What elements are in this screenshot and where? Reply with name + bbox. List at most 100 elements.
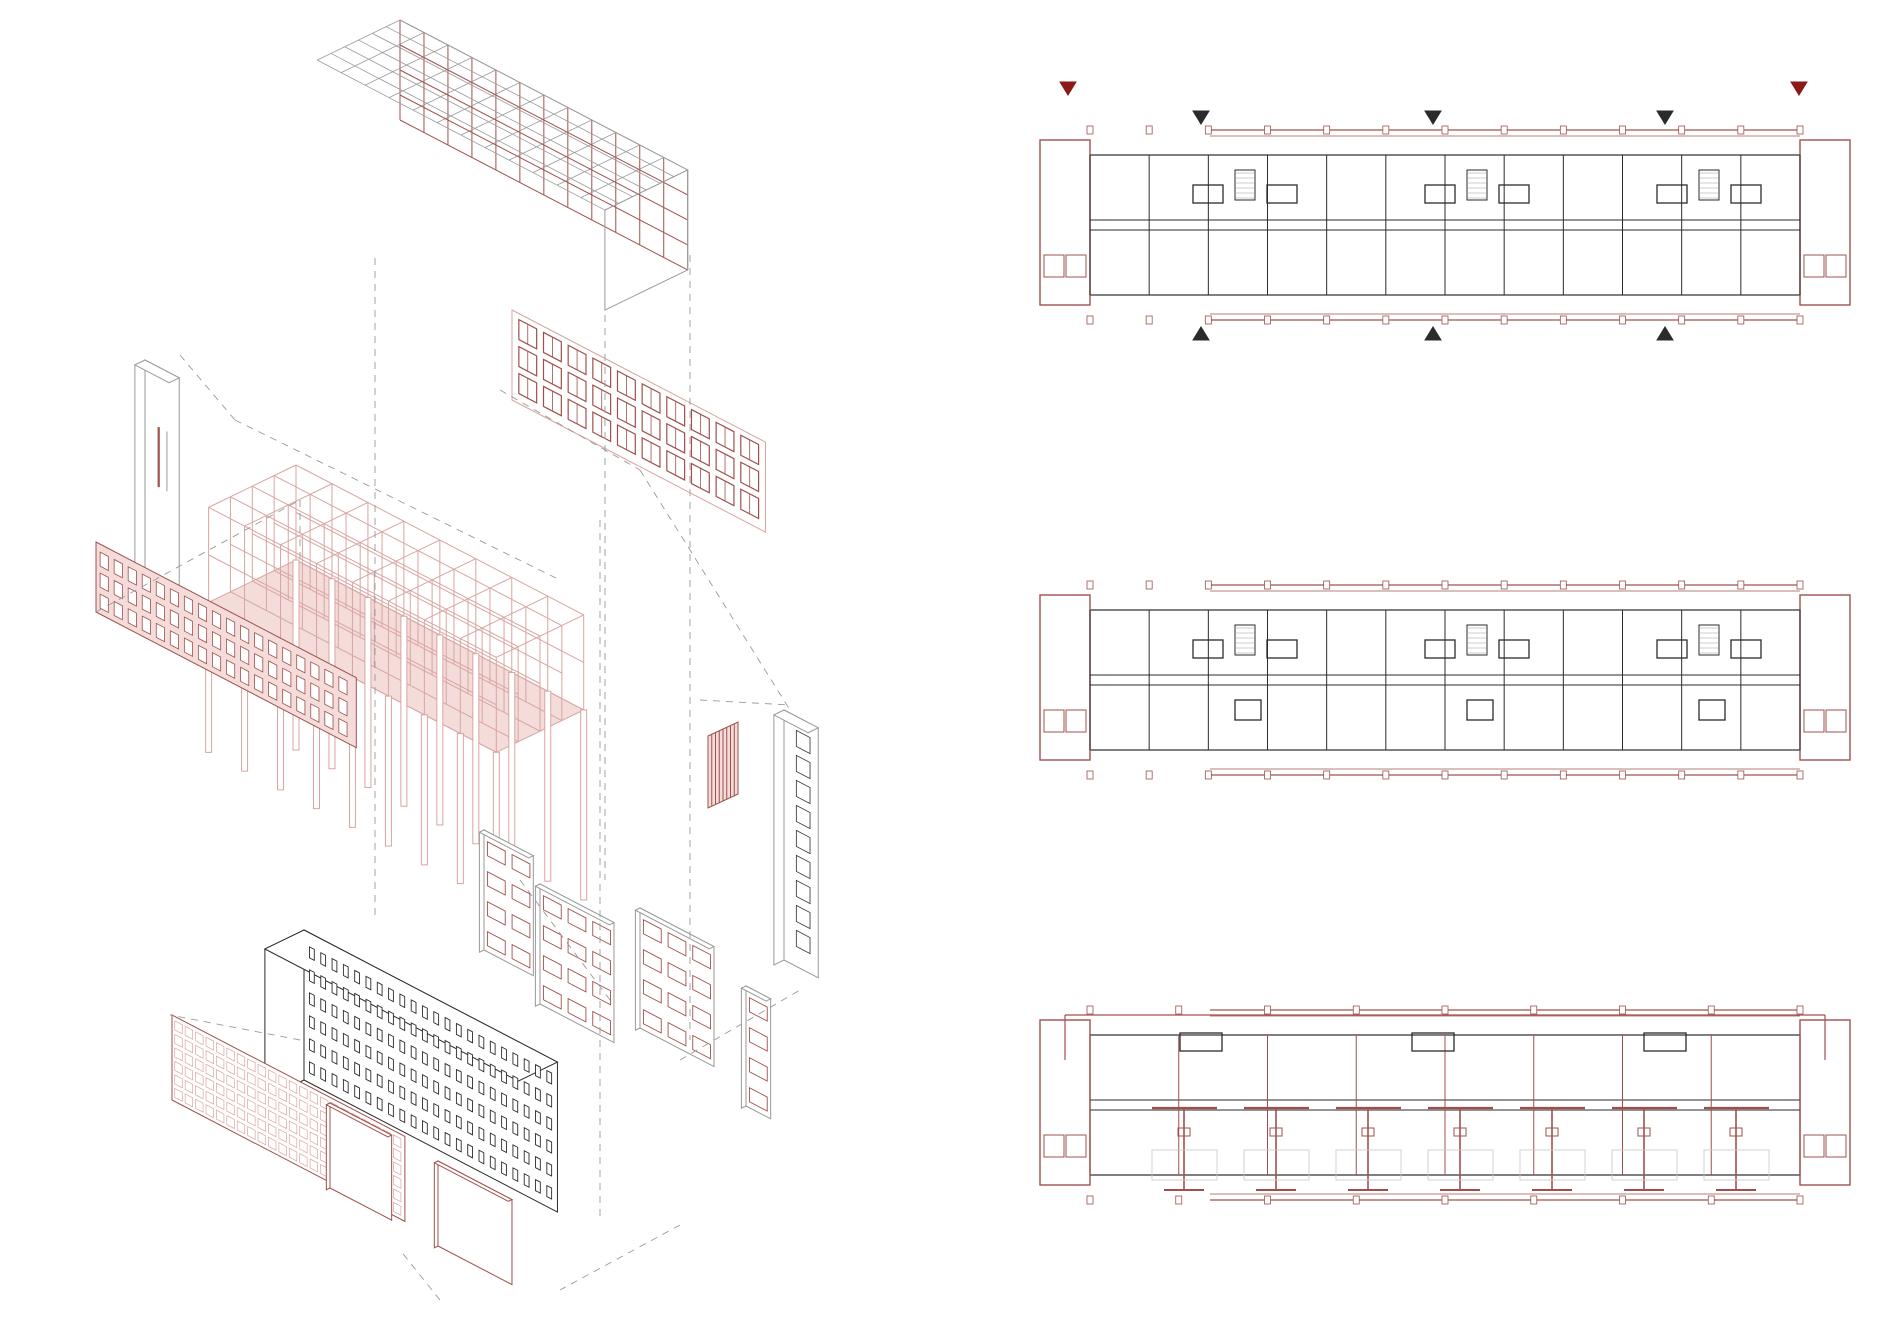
existing-window <box>320 952 327 967</box>
front-addition-rail <box>257 1063 266 1078</box>
existing-window <box>309 1038 315 1054</box>
plan-post <box>1175 1195 1183 1205</box>
balcony-rail <box>692 974 712 1000</box>
existing-window <box>546 1069 553 1085</box>
projection-line <box>559 1224 681 1291</box>
projection-line <box>234 419 561 581</box>
existing-window <box>365 1021 372 1037</box>
existing-window <box>399 1108 406 1124</box>
balcony-module-3-top <box>740 985 772 1002</box>
facade-front-window <box>338 675 348 696</box>
plan-post <box>1500 770 1508 780</box>
balcony-rail <box>486 871 506 896</box>
facade-front-window <box>183 595 193 615</box>
facade-front-window <box>169 588 179 608</box>
plan-bath <box>1730 639 1762 659</box>
existing-window <box>444 1062 451 1078</box>
existing-window <box>399 1016 406 1032</box>
core-left-face-b <box>134 359 146 596</box>
plan-post <box>1678 125 1686 135</box>
front-addition-rail <box>226 1087 235 1103</box>
plan-post <box>1264 1005 1271 1015</box>
plan-post <box>1204 125 1212 135</box>
existing-window <box>455 1091 462 1107</box>
plan-tower-cell <box>1065 254 1087 278</box>
existing-window <box>489 1063 496 1079</box>
plan-post <box>1086 125 1094 135</box>
existing-window <box>467 1097 473 1113</box>
existing-window <box>320 975 327 990</box>
front-addition-rail <box>205 1036 214 1051</box>
frame-beam-x <box>252 580 541 732</box>
facade-front-window <box>198 623 208 644</box>
facade-front-window <box>240 645 250 666</box>
facade-front-window <box>212 652 222 672</box>
frame-column <box>364 596 372 788</box>
core-right-top <box>772 709 820 734</box>
plan-tower-cell <box>1803 709 1825 733</box>
roof-frame <box>317 19 689 311</box>
plan-post <box>1707 1005 1715 1015</box>
plan-post <box>1086 1195 1094 1205</box>
frame-beam-x <box>230 591 519 743</box>
projection-line <box>499 389 641 471</box>
existing-window <box>444 1131 451 1147</box>
front-addition-rail <box>288 1107 298 1122</box>
existing-window <box>523 1081 530 1097</box>
plan-bath <box>1424 639 1456 659</box>
front-addition-rail <box>216 1069 225 1084</box>
facade-front-window <box>183 637 193 657</box>
existing-window <box>342 963 349 979</box>
existing-window <box>546 1092 553 1108</box>
core-right-window <box>795 729 811 755</box>
core-right-window <box>795 904 811 930</box>
front-addition-rail <box>247 1125 256 1140</box>
existing-window <box>455 1022 462 1038</box>
existing-window <box>512 1167 519 1183</box>
balcony-module-2-face-b <box>634 907 641 1032</box>
existing-window <box>546 1161 553 1177</box>
existing-window <box>455 1068 462 1084</box>
plan-post <box>1737 315 1745 325</box>
plan-bath <box>1266 184 1298 204</box>
existing-window <box>331 980 338 996</box>
floor-plan-middle <box>1039 580 1851 780</box>
front-addition-rail <box>268 1123 277 1138</box>
existing-window <box>309 946 315 962</box>
existing-window <box>354 1038 360 1054</box>
plan-tower-cell <box>1825 709 1847 733</box>
facade-front-window <box>338 696 348 717</box>
plan-kitchen <box>1466 699 1494 721</box>
front-addition-rail <box>195 1031 204 1046</box>
plan-bath <box>1498 639 1530 659</box>
front-addition-rail <box>184 1079 194 1094</box>
existing-window <box>410 1091 417 1107</box>
plan-stair <box>1234 169 1256 201</box>
existing-window <box>422 1097 428 1113</box>
facade-front-window <box>296 674 306 695</box>
frame-column <box>580 709 588 901</box>
balcony-rail <box>567 967 587 993</box>
front-addition-rail <box>184 1052 194 1067</box>
existing-window <box>478 1103 485 1119</box>
projection-line <box>699 699 791 706</box>
front-addition-rail <box>205 1090 214 1105</box>
core-right-face-b <box>773 709 785 966</box>
existing-window <box>512 1121 519 1137</box>
front-addition-rail <box>393 1134 402 1149</box>
plan-post <box>1382 580 1390 590</box>
front-addition-rail <box>299 1098 308 1114</box>
facade-front-window <box>226 617 236 637</box>
plan-post <box>1530 1005 1538 1015</box>
frame-beam-x <box>273 475 563 626</box>
exploded-axonometric <box>95 19 820 1301</box>
front-addition-rail <box>236 1120 246 1135</box>
front-addition-rail <box>247 1071 256 1086</box>
plan-bath <box>1424 184 1456 204</box>
existing-window <box>422 1028 428 1044</box>
plan-post <box>1204 580 1212 590</box>
balcony-module-0-top <box>478 829 535 859</box>
existing-window <box>512 1098 519 1114</box>
balcony-rail <box>642 919 662 944</box>
facade-front-window <box>324 668 334 689</box>
